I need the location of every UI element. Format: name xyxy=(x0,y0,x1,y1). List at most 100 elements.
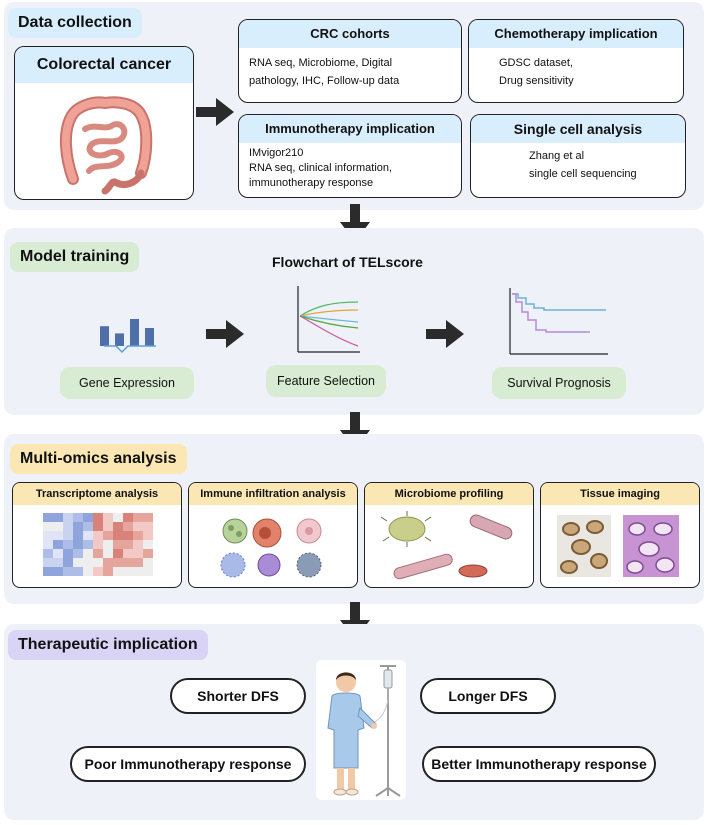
data-collection-tag: Data collection xyxy=(8,8,142,38)
heatmap-cell xyxy=(143,531,153,540)
heatmap-cell xyxy=(143,540,153,549)
heatmap-cell xyxy=(43,558,53,567)
longer-dfs-pill: Longer DFS xyxy=(420,678,556,714)
heatmap-cell xyxy=(103,549,113,558)
multi-omics-tag: Multi-omics analysis xyxy=(10,444,187,474)
heatmap-cell xyxy=(113,540,123,549)
heatmap-cell xyxy=(73,558,83,567)
heatmap-cell xyxy=(123,522,133,531)
patient-iv-illustration-icon xyxy=(327,665,401,797)
heatmap-cell xyxy=(63,540,73,549)
transcriptome-card: Transcriptome analysis xyxy=(12,482,182,588)
heatmap-cell xyxy=(143,522,153,531)
heatmap-icon xyxy=(43,513,153,576)
bar-icon-bar xyxy=(145,328,154,346)
immunotherapy-title: Immunotherapy implication xyxy=(239,115,461,143)
arrow-right-icon xyxy=(196,98,234,126)
better-immunotherapy-pill: Better Immunotherapy response xyxy=(422,746,656,782)
heatmap-cell xyxy=(73,567,83,576)
heatmap-cell xyxy=(113,531,123,540)
heatmap-cell xyxy=(93,549,103,558)
heatmap-cell xyxy=(103,558,113,567)
heatmap-cell xyxy=(53,522,63,531)
heatmap-cell xyxy=(123,567,133,576)
heatmap-cell xyxy=(133,513,143,522)
heatmap-cell xyxy=(83,540,93,549)
heatmap-cell xyxy=(53,558,63,567)
heatmap-cell xyxy=(43,540,53,549)
colon-illustration-icon xyxy=(59,96,153,195)
heatmap-cell xyxy=(83,522,93,531)
heatmap-cell xyxy=(73,522,83,531)
heatmap-cell xyxy=(53,567,63,576)
tissue-imaging-card: Tissue imaging xyxy=(540,482,700,588)
immunotherapy-line: IMvigor210 xyxy=(249,147,304,159)
heatmap-cell xyxy=(113,522,123,531)
heatmap-cell xyxy=(143,558,153,567)
heatmap-cell xyxy=(93,513,103,522)
crc-cohorts-line: pathology, IHC, Follow-up data xyxy=(249,75,400,87)
heatmap-cell xyxy=(123,513,133,522)
survival-curve-icon xyxy=(509,288,608,355)
bacteria-icon xyxy=(380,511,513,580)
tissue-histology-icon xyxy=(557,515,679,577)
heatmap-cell xyxy=(123,549,133,558)
shorter-dfs-pill: Shorter DFS xyxy=(170,678,306,714)
feature-selection-label: Feature Selection xyxy=(266,365,386,397)
single-cell-line: Zhang et al xyxy=(529,150,585,162)
crc-cohorts-line: RNA seq, Microbiome, Digital xyxy=(249,57,393,69)
bar-icon-bar xyxy=(100,326,109,346)
crc-cohorts-title: CRC cohorts xyxy=(239,20,461,48)
heatmap-cell xyxy=(113,567,123,576)
heatmap-cell xyxy=(53,549,63,558)
immunotherapy-line: immunotherapy response xyxy=(249,177,374,189)
heatmap-cell xyxy=(123,531,133,540)
chemotherapy-line: GDSC dataset, xyxy=(499,57,573,69)
microbiome-title: Microbiome profiling xyxy=(365,483,533,505)
heatmap-cell xyxy=(103,522,113,531)
colorectal-cancer-title: Colorectal cancer xyxy=(15,47,193,83)
feature-selection-plot-icon xyxy=(297,286,360,353)
heatmap-cell xyxy=(93,567,103,576)
heatmap-cell xyxy=(73,549,83,558)
therapeutic-tag: Therapeutic implication xyxy=(8,630,208,660)
heatmap-cell xyxy=(103,567,113,576)
model-training-tag: Model training xyxy=(10,242,140,272)
heatmap-cell xyxy=(83,549,93,558)
immunotherapy-card: Immunotherapy implication IMvigor210 RNA… xyxy=(238,114,462,198)
tissue-imaging-title: Tissue imaging xyxy=(541,483,699,505)
heatmap-cell xyxy=(123,540,133,549)
single-cell-line: single cell sequencing xyxy=(529,168,637,180)
chemotherapy-card: Chemotherapy implication GDSC dataset, D… xyxy=(468,19,684,103)
survival-prognosis-label: Survival Prognosis xyxy=(492,367,626,399)
heatmap-cell xyxy=(143,567,153,576)
heatmap-cell xyxy=(133,540,143,549)
heatmap-cell xyxy=(93,522,103,531)
arrow-right-icon xyxy=(206,320,244,348)
immunotherapy-line: RNA seq, clinical information, xyxy=(249,162,393,174)
transcriptome-title: Transcriptome analysis xyxy=(13,483,181,505)
heatmap-cell xyxy=(93,540,103,549)
immune-cells-icon xyxy=(220,518,322,578)
heatmap-cell xyxy=(103,540,113,549)
arrow-right-icon xyxy=(426,320,464,348)
bar-icon-bar xyxy=(115,333,124,346)
heatmap-cell xyxy=(133,531,143,540)
crc-cohorts-card: CRC cohorts RNA seq, Microbiome, Digital… xyxy=(238,19,462,103)
heatmap-cell xyxy=(113,513,123,522)
heatmap-cell xyxy=(63,531,73,540)
poor-immunotherapy-pill: Poor Immunotherapy response xyxy=(70,746,306,782)
heatmap-cell xyxy=(73,531,83,540)
single-cell-title: Single cell analysis xyxy=(471,115,685,143)
bar-icon-bar xyxy=(130,319,139,346)
heatmap-cell xyxy=(83,531,93,540)
heatmap-cell xyxy=(113,549,123,558)
heatmap-cell xyxy=(133,558,143,567)
heatmap-cell xyxy=(63,558,73,567)
heatmap-cell xyxy=(53,531,63,540)
heatmap-cell xyxy=(43,567,53,576)
heatmap-cell xyxy=(63,549,73,558)
heatmap-cell xyxy=(143,549,153,558)
heatmap-cell xyxy=(83,567,93,576)
heatmap-cell xyxy=(93,558,103,567)
